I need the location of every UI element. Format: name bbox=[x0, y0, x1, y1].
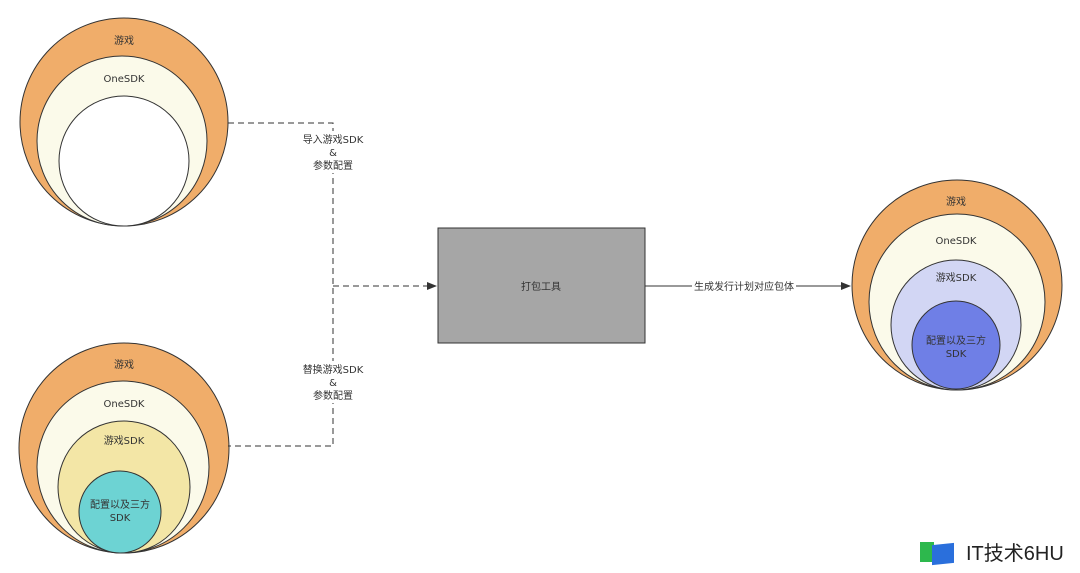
game-circle-replace: 游戏 OneSDK 游戏SDK 配置以及三方 SDK bbox=[18, 342, 230, 554]
edge-bottom-line2: & bbox=[329, 378, 337, 389]
edge-top-line1: 导入游戏SDK bbox=[303, 133, 364, 146]
watermark: IT技术6HU bbox=[918, 537, 1064, 566]
config-label-2: SDK bbox=[946, 349, 967, 360]
onesdk-label: OneSDK bbox=[936, 236, 977, 247]
label-bg bbox=[692, 278, 796, 293]
packaging-tool-label: 打包工具 bbox=[521, 280, 561, 293]
output-package-circle: 游戏 OneSDK 游戏SDK 配置以及三方 SDK bbox=[851, 179, 1063, 391]
config-label-1: 配置以及三方 bbox=[926, 334, 986, 347]
onesdk-label: OneSDK bbox=[104, 399, 145, 410]
game-label: 游戏 bbox=[114, 34, 134, 47]
game-sdk-label: 游戏SDK bbox=[936, 271, 977, 284]
game-label: 游戏 bbox=[114, 358, 134, 371]
dashed-connectors bbox=[228, 122, 437, 447]
game-label: 游戏 bbox=[946, 195, 966, 208]
game-circle-before: 游戏 OneSDK bbox=[19, 17, 229, 227]
config-label-1: 配置以及三方 bbox=[90, 498, 150, 511]
edge-bottom-line3: 参数配置 bbox=[313, 389, 353, 402]
empty-circle bbox=[58, 95, 190, 227]
config-label-2: SDK bbox=[110, 513, 131, 524]
edge-top-line2: & bbox=[329, 148, 337, 159]
onesdk-label: OneSDK bbox=[104, 74, 145, 85]
label-bg bbox=[292, 131, 374, 173]
edge-top-line3: 参数配置 bbox=[313, 159, 353, 172]
output-arrow-label: 生成发行计划对应包体 bbox=[694, 280, 794, 293]
watermark-logo-icon bbox=[918, 539, 960, 565]
edge-bottom-line1: 替换游戏SDK bbox=[303, 363, 364, 376]
config-circle bbox=[911, 300, 1001, 390]
label-bg bbox=[292, 361, 374, 403]
config-circle bbox=[78, 470, 162, 554]
watermark-text: IT技术6HU bbox=[966, 543, 1064, 565]
game-sdk-label: 游戏SDK bbox=[104, 434, 145, 447]
dashed-merge-line bbox=[228, 122, 334, 447]
